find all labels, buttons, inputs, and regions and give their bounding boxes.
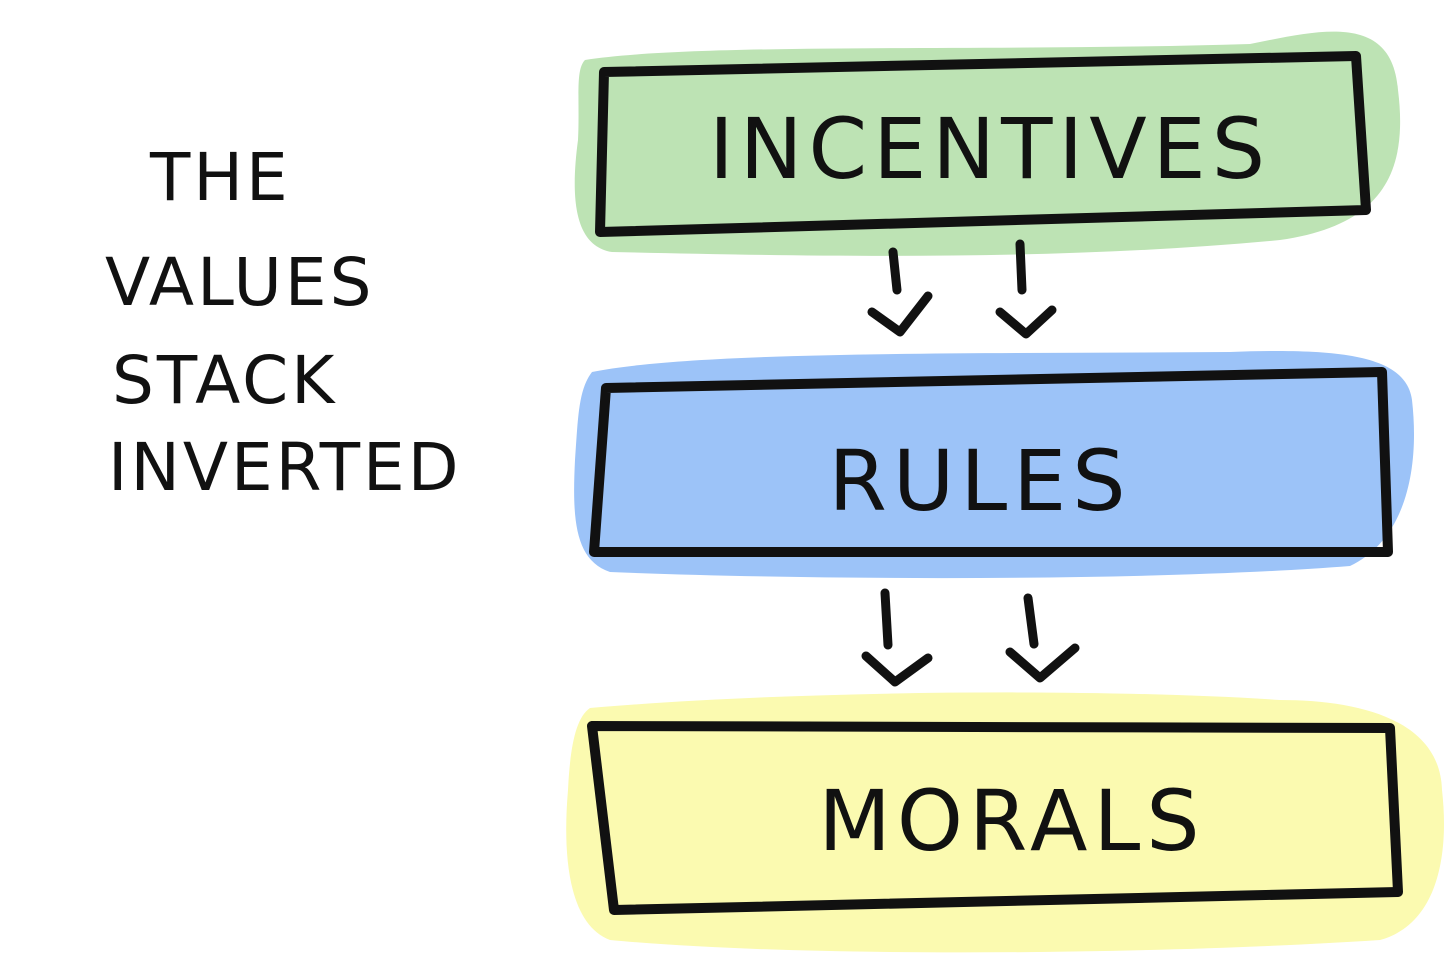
- box-rules: RULES: [574, 351, 1415, 579]
- box-incentives-highlight: [574, 31, 1401, 256]
- box-incentives-outline: [595, 51, 1371, 237]
- title-line-values: VALUES: [105, 244, 374, 321]
- arrow-down-icon: [861, 588, 933, 687]
- arrow-down-icon: [1005, 593, 1080, 683]
- box-morals-outline: [587, 721, 1403, 915]
- box-morals: MORALS: [566, 692, 1445, 953]
- title-line-inverted: INVERTED: [108, 429, 462, 506]
- arrow-down-icon: [995, 239, 1057, 339]
- arrows-rules-to-morals: [861, 588, 1080, 687]
- box-rules-outline: [589, 367, 1393, 557]
- box-morals-label: MORALS: [818, 772, 1205, 870]
- arrows-incentives-to-rules: [867, 239, 1057, 339]
- title-line-stack: STACK: [112, 342, 337, 419]
- title-block: THE VALUES STACK INVERTED: [105, 139, 462, 506]
- title-line-the: THE: [149, 139, 291, 216]
- box-morals-highlight: [566, 692, 1445, 953]
- box-rules-label: RULES: [828, 432, 1131, 530]
- arrow-down-icon: [867, 247, 933, 337]
- box-incentives-label: INCENTIVES: [709, 100, 1271, 198]
- box-rules-highlight: [574, 351, 1415, 579]
- box-incentives: INCENTIVES: [574, 31, 1401, 256]
